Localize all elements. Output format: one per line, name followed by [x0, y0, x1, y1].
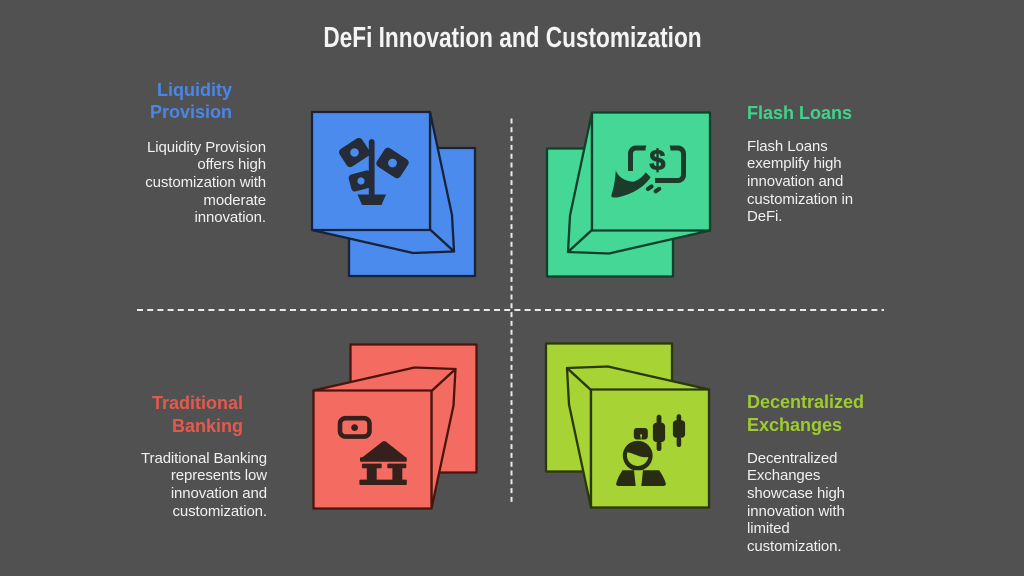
svg-text:$: $ [649, 145, 665, 177]
